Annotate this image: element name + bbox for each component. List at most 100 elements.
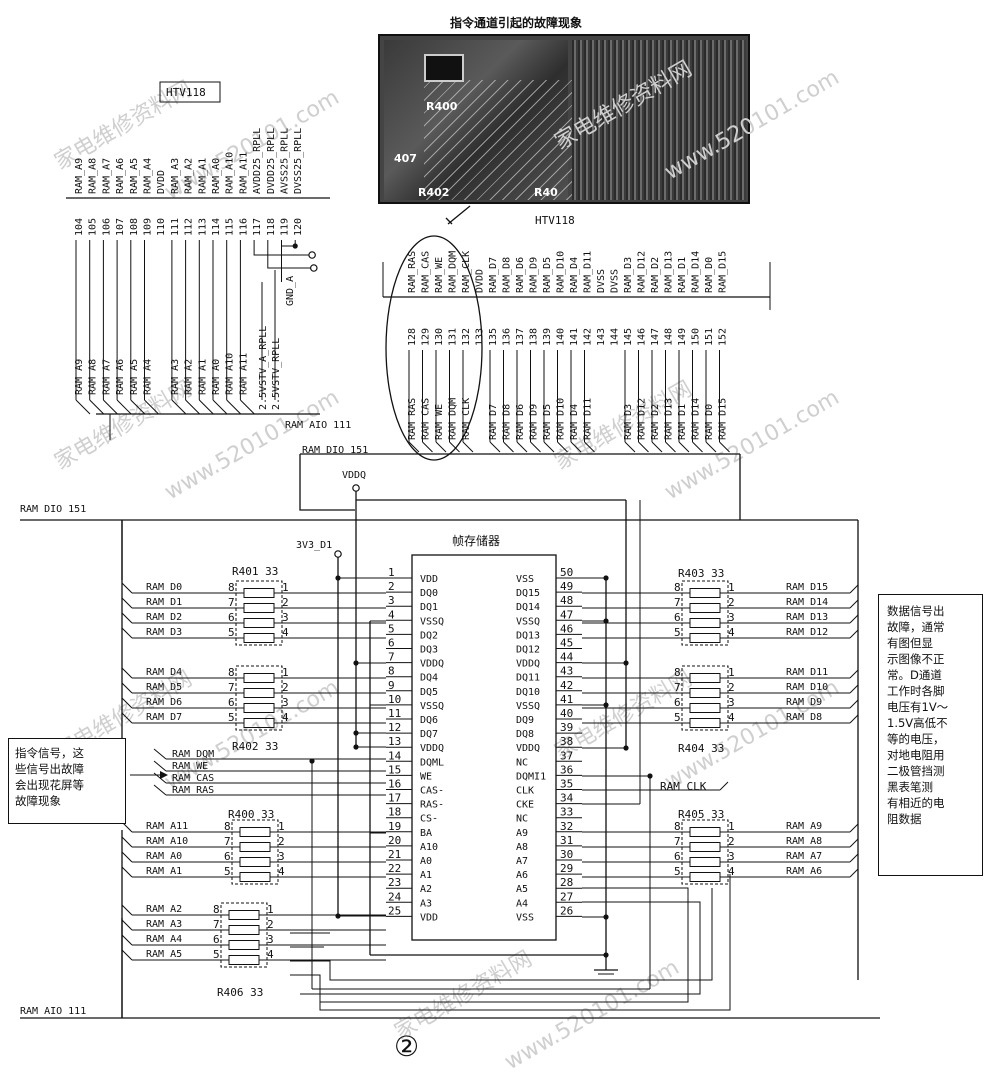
left-connector-signal: RAM_A11 [238,152,249,194]
center-bus-wire [638,441,649,453]
resistor-pack-label: R402 33 [232,740,278,753]
ic-right-pin-name: DQ14 [516,602,540,613]
resistor-wire [849,838,859,848]
resistor [228,925,260,935]
center-connector-signal: RAM_D6 [515,257,526,293]
center-bus-label: RAM D8 [502,404,513,440]
resistor-signal-label: RAM D14 [786,597,828,608]
left-bus-label: RAM A4 [143,359,154,395]
resistor-pin-num: 1 [728,581,735,594]
arrow-line [447,205,471,225]
ic-left-pin-number: 24 [388,890,402,903]
command-signal-label: RAM CAS [172,773,214,784]
center-connector-pin: 149 [677,328,688,346]
ic-left-pin-number: 10 [388,693,401,706]
ic-right-pin-name: VSS [516,912,534,923]
left-bus-wire [89,399,105,415]
pcb-photo: R400 407 R402 R40 [384,40,574,200]
photo-label-407: 407 [394,152,417,165]
resistor-wire [849,868,859,878]
left-bus-label: RAM A6 [115,359,126,395]
resistor-pin-num: 6 [674,696,681,709]
ic-left-pin-number: 8 [388,665,395,678]
center-connector-pin: 145 [623,328,634,346]
resistor-wire [121,851,133,863]
resistor [689,603,721,613]
resistor-signal-label: RAM D1 [146,597,182,608]
left-connector-signal: RAM_A7 [101,158,112,194]
left-bus-wire [240,399,255,415]
rpll-label-a: 2.5VSTV_A_RPLL [258,326,269,410]
resistor [243,618,275,628]
resistor-pin-num: 8 [228,581,235,594]
ic-left-pin-name: DQ4 [420,673,438,684]
resistor-pack-outline [231,819,279,885]
command-signal-label: RAM WE [172,761,208,772]
center-connector-signal: RAM_D7 [488,257,499,293]
resistor-pin-num: 1 [282,666,289,679]
resistor [689,618,721,628]
addr-wire [320,887,689,1003]
dio-left-label: RAM DIO 151 [20,504,86,515]
left-connector-signal: RAM_A9 [74,158,85,194]
center-bus-label: RAM CAS [421,398,432,440]
center-connector-signal: RAM_CAS [421,251,432,293]
ic-right-pin-name: VSS [516,574,534,585]
command-arrow-head [160,771,168,779]
center-bus-label: RAM RAS [407,398,418,440]
center-connector-signal: RAM_D1 [677,257,688,293]
resistor-wire [121,667,133,679]
resistor-wire [121,627,133,639]
resistor-pin-num: 5 [228,711,235,724]
junction-dot [603,702,609,708]
resistor [689,688,721,698]
ic-left-pin-number: 14 [388,749,402,762]
center-bus-label: RAM D6 [515,404,526,440]
resistor-pin-num: 2 [282,681,289,694]
left-bus-label: RAM A10 [225,353,236,395]
command-wire [153,760,167,772]
left-connector-pin: 105 [88,218,99,236]
resistor-pin-num: 2 [728,596,735,609]
ic-package [424,54,464,82]
rpll-wire [267,240,312,269]
ic-left-pin-name: VDDQ [420,743,444,754]
junction-dot [623,660,629,666]
left-bus-label: RAM A8 [88,359,99,395]
center-bus-label: RAM D7 [488,404,499,440]
junction-dot [603,952,609,958]
center-chip-label: HTV118 [535,214,575,227]
resistor-signal-label: RAM D0 [146,582,182,593]
left-bus-wire [185,399,200,415]
rpll-label-b: 2.5VSTV_RPLL [271,338,282,410]
center-connector-pin: 129 [421,328,432,346]
resistor [228,955,260,965]
center-connector-pin: 139 [542,328,553,346]
ic-left-pin-number: 19 [388,820,401,833]
ic-left-pin-number: 18 [388,806,401,819]
resistor-pin-num: 3 [728,611,735,624]
center-connector-signal: DVSS [596,269,607,293]
resistor [239,872,271,882]
resistor-pack-outline [235,580,283,646]
left-bus-wire [198,399,214,415]
left-connector-signal: RAM_A3 [170,158,181,194]
resistor-pack-label: R401 33 [232,565,278,578]
ic-left-pin-name: DQ5 [420,687,438,698]
ic-left-pin-number: 22 [388,862,401,875]
command-signal-label: RAM RAS [172,785,214,796]
ic-left-pin-name: WE [420,771,432,782]
ic-left-pin-number: 17 [388,792,401,805]
center-bus-wire [462,441,474,453]
center-bus-wire [624,441,636,453]
center-connector-pin: 144 [610,328,621,346]
ic-right-pin-name: A9 [516,828,528,839]
resistor-pack-outline [681,580,729,646]
center-bus-label: RAM D15 [718,398,729,440]
resistor-wire [121,866,133,878]
command-wire [153,784,167,796]
resistor-signal-label: RAM A4 [146,934,182,945]
gnd-label: GND_A [285,276,296,306]
resistor-pin-num: 1 [728,666,735,679]
ic-right-pin-number: 48 [560,594,573,607]
